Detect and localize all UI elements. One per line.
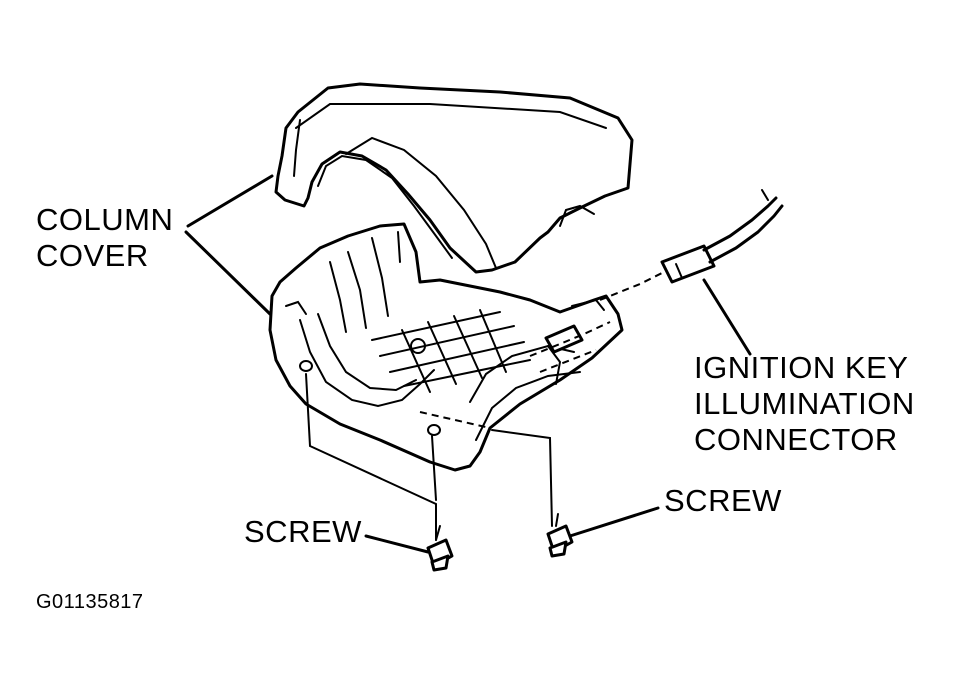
column-cover-label: COLUMN COVER: [36, 202, 173, 274]
lower-column-cover: [268, 222, 624, 472]
screw-right-label: SCREW: [664, 483, 782, 518]
screw-right-icon: [546, 513, 574, 558]
column-cover-label-line-1: COLUMN: [36, 202, 174, 237]
column-cover-label-line-2: COVER: [36, 238, 149, 273]
ignition-connector-label-line-3: CONNECTOR: [694, 422, 898, 457]
screw-left-label: SCREW: [244, 514, 362, 549]
screw-alignment-lines: [305, 373, 553, 541]
ignition-connector-label-line-1: IGNITION KEY: [694, 350, 909, 385]
ignition-connector-label: IGNITION KEY ILLUMINATION CONNECTOR: [694, 350, 915, 458]
ignition-key-illumination-connector: [599, 189, 784, 301]
upper-column-cover: [274, 82, 634, 274]
leader-lines: [184, 174, 752, 554]
ignition-connector-label-line-2: ILLUMINATION: [694, 386, 915, 421]
screw-left-icon: [426, 525, 454, 572]
figure-id: G01135817: [36, 591, 144, 613]
